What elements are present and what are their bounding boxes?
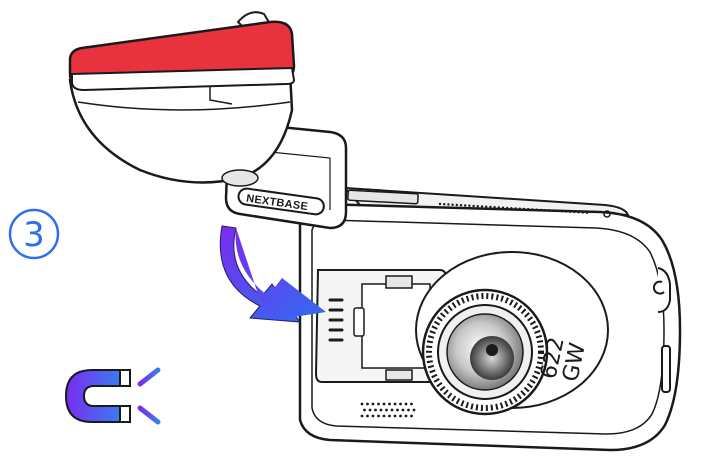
speaker-hole [404, 414, 408, 418]
vent-dot [447, 203, 450, 206]
vent-dot [501, 206, 505, 209]
vent-dot [577, 211, 580, 214]
vent-dot [489, 205, 492, 209]
speaker-grille [360, 402, 416, 418]
vent-dot [539, 208, 542, 212]
speaker-hole [371, 414, 375, 418]
model-label: 622 GW [536, 335, 591, 384]
speaker-hole [360, 402, 364, 406]
vent-dot [493, 206, 496, 209]
speaker-hole [360, 414, 364, 418]
vent-dot [518, 207, 521, 210]
mount-contacts [328, 298, 344, 342]
speaker-hole [388, 414, 391, 418]
step-indicator: 3 [8, 208, 60, 260]
speaker-hole [390, 408, 394, 412]
magnet-icon [64, 369, 131, 423]
vent-dot [564, 210, 568, 213]
speaker-hole [399, 402, 402, 406]
dash-camera: 622 GW [298, 186, 682, 452]
vent-dot [560, 210, 563, 213]
speaker-hole [401, 408, 405, 412]
vent-dot [585, 211, 589, 214]
speaker-hole [385, 408, 388, 412]
speaker-hole [382, 414, 386, 418]
vent-dot [514, 207, 517, 210]
vent-dot [506, 206, 509, 210]
circled-number-icon [8, 208, 60, 260]
speaker-hole [371, 402, 375, 406]
speaker-hole [399, 414, 402, 418]
vent-dot [535, 208, 538, 211]
magnetic-field-lines-icon [137, 367, 167, 425]
speaker-hole [382, 402, 386, 406]
speaker-hole [393, 414, 397, 418]
speaker-hole [377, 402, 380, 406]
speaker-hole [368, 408, 372, 412]
speaker-hole [410, 414, 413, 418]
vent-dot [459, 204, 463, 207]
camera-lens [415, 251, 609, 416]
vent-dot [443, 203, 446, 206]
vent-dot [510, 207, 513, 210]
speaker-hole [379, 408, 383, 412]
vent-dot [455, 203, 458, 207]
windscreen-mount: NEXTBASE [68, 11, 348, 230]
vent-dot [531, 208, 534, 211]
speaker-hole [366, 414, 369, 418]
vent-dot [451, 203, 454, 206]
speaker-hole [404, 402, 408, 406]
vent-dot [480, 205, 484, 208]
speaker-hole [396, 408, 399, 412]
vent-dot [438, 202, 442, 206]
vent-dot [497, 206, 500, 209]
speaker-hole [407, 408, 410, 412]
vent-dot [468, 204, 471, 207]
vent-dot [485, 205, 488, 208]
vent-dot [573, 210, 576, 214]
speaker-hole [377, 414, 380, 418]
vent-dot [552, 209, 555, 212]
speaker-hole [388, 402, 391, 406]
vent-dot [569, 210, 572, 213]
vent-dot [543, 209, 547, 212]
top-vents [438, 202, 589, 214]
vent-dot [556, 209, 559, 213]
speaker-hole [374, 408, 377, 412]
vent-dot [527, 208, 530, 211]
vent-dot [464, 204, 467, 207]
curved-arrow-icon [219, 225, 326, 323]
vent-dot [548, 209, 551, 212]
step-number: 3 [23, 215, 45, 255]
speaker-hole [412, 408, 416, 412]
vent-dot [522, 207, 526, 211]
vent-dot [476, 205, 479, 208]
speaker-hole [410, 402, 413, 406]
speaker-hole [363, 408, 366, 412]
vent-dot [581, 211, 584, 214]
speaker-hole [393, 402, 397, 406]
vent-dot [472, 204, 475, 208]
speaker-hole [366, 402, 369, 406]
